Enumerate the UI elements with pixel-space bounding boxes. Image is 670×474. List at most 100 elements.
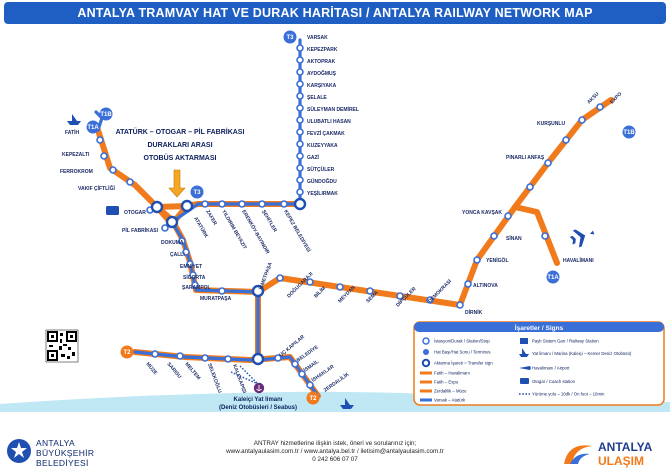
station-dot [218,200,226,208]
station-dot [526,183,534,191]
station-dot [182,248,190,256]
station-label: İSMAİL [302,358,320,373]
legend-terminus-swatch [423,349,429,355]
transfer-station [165,215,179,229]
ulasim-logo-icon [564,445,592,464]
station-dot [201,200,209,208]
station-label: ALTINOVA [473,283,498,289]
station-dot [296,92,304,100]
municipality-name-1: ANTALYA [36,438,75,448]
station-dot [151,350,159,358]
legend-item: Fatih – Havalimanı [434,371,470,376]
station-dot [178,237,186,245]
harbor-pin-icon [253,382,265,394]
station-label: VAKIF ÇİFTLİĞİ [78,184,115,192]
station-dot [296,152,304,160]
legend-item: Hat Başı/Hat Sonu / Terminus [434,350,491,355]
footer-phone[interactable]: 0 242 606 07 07 [312,456,358,463]
footer-contact-line: ANTRAY hizmetlerine ilişkin istek, öneri… [253,440,417,447]
station-dot [276,274,284,282]
station-label: ŞEHİTLER [260,209,279,234]
coach-station-icon [106,206,119,215]
station-dot [306,381,314,389]
station-label: YEŞİLIRMAK [307,190,338,197]
annotation-line: DURAKLARI ARASI [147,142,212,149]
page-title: ANTALYA TRAMVAY HAT VE DURAK HARİTASI / … [4,2,666,24]
station-label: DİRNİK [465,309,483,316]
station-label: MÜZE [144,361,159,377]
station-dot [126,178,134,186]
terminal-badge: T1A [87,125,99,131]
station-dot [473,256,481,264]
station-label: AYDOĞMUŞ [307,69,337,77]
station-label: OTOGAR [124,210,146,216]
station-label: SİGORTA [183,274,206,281]
footer-web-line[interactable]: www.antalyaulasim.com.tr / www.antalya.b… [226,448,444,455]
station-dot [274,354,282,362]
terminal-badge: T3 [193,190,201,196]
station-label: KARŞIYAKA [307,83,337,89]
annotation-line: OTOBÜS AKTARMASI [144,153,217,162]
station-label: PINARLI ANFAŞ [506,155,545,161]
station-label: ATATÜRK [192,216,210,240]
station-dot [336,283,344,291]
line-t1-airport [512,204,560,266]
station-dot [238,200,246,208]
station-label: ŞARAMPOL [182,285,211,291]
station-label: YENİGÖL [486,257,509,264]
station-dot [464,280,472,288]
line-t3-bottom [256,355,320,398]
terminal-badge: T2 [123,350,131,356]
station-dot [296,44,304,52]
station-dot [258,200,266,208]
qr-code [45,329,79,363]
terminal-badge: T1A [547,275,559,281]
station-dot [578,116,586,124]
transfer-station [180,199,194,213]
station-label: SELEKOĞLU [206,362,224,394]
station-dot [298,370,306,378]
station-dot [541,232,549,240]
station-dot [296,176,304,184]
annotation-line: ATATÜRK – OTOGAR – PİL FABRİKASI [116,127,245,136]
station-dot [296,104,304,112]
terminal-badge: T1B [623,130,635,136]
ulasim-name-1: ANTALYA [598,440,653,454]
station-dot [426,296,434,304]
station-label: YONCA KAVŞAK [462,210,502,216]
legend-marina-swatch [519,348,529,357]
station-label: EMNİYET [180,263,202,270]
legend-railway-swatch [520,338,528,344]
legend-item: Zerdalilik – Müze [434,389,467,394]
station-label: KALEKAPISI [231,364,247,395]
station-label: VARSAK [307,35,328,41]
harbor-sub: (Deniz Otobüsleri / Seabus) [219,405,297,411]
station-label: EXPO [609,91,623,105]
station-dot [396,292,404,300]
station-label: FERROKROM [60,169,93,175]
station-label: KUZEYYAKA [307,143,338,149]
transfer-station [251,284,265,298]
station-label: MELTEM [183,361,201,381]
station-label: SÜLEYMAN DEMİREL [307,106,359,113]
transfer-station [251,352,265,366]
transfer-annotation: ATATÜRK – OTOGAR – PİL FABRİKASI DURAKLA… [116,127,245,162]
station-dot [186,260,194,268]
station-dot [296,116,304,124]
legend-title: İşaretler / Signs [515,324,564,332]
station-dot [291,360,299,368]
station-dot [296,56,304,64]
station-dot [296,164,304,172]
station-label: KEPEZALTI [62,152,90,158]
municipality-name-3: BELEDİYESİ [36,458,89,468]
station-label: PİL FABRİKASI [122,227,159,234]
station-dot [176,352,184,360]
station-dot [224,355,232,363]
legend-coach-swatch [520,378,529,384]
station-label: DOKUMA [161,240,184,246]
legend-item: Yürüme yolu – 10dk / On foot – 10min [532,392,605,397]
marina-icon [340,398,354,409]
station-dot [218,287,226,295]
